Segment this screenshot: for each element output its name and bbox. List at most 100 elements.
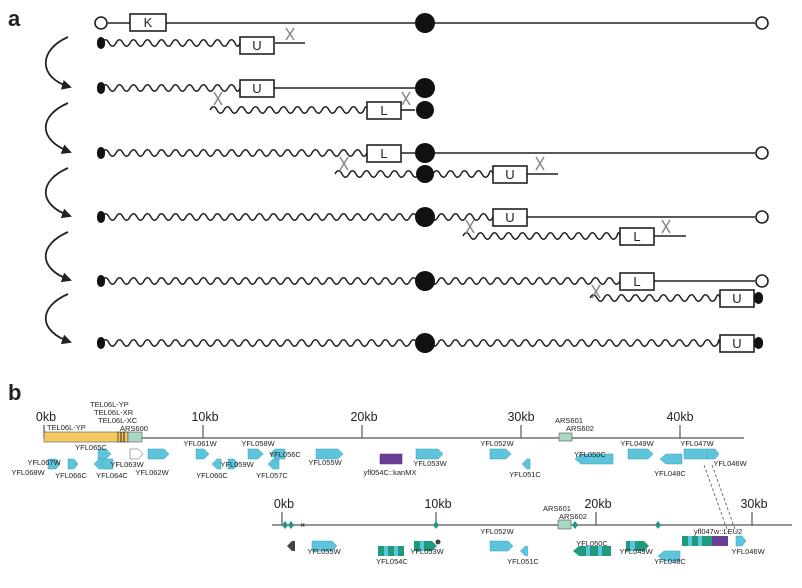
telomere-cap [97, 337, 105, 349]
gene-label: YFL051C [507, 557, 539, 566]
diamond-markers [282, 521, 661, 529]
gene-label: YFL050C [576, 539, 608, 548]
telomere-open [755, 210, 769, 224]
gene-arrow [489, 540, 514, 552]
gene-label: YFL053W [413, 459, 447, 468]
centromere [416, 165, 434, 183]
gene-labels-top: YFL065C YFL063W YFL062W YFL061W YFL058W … [11, 439, 747, 480]
curved-arrow [44, 293, 72, 345]
telomere-xr-block [117, 431, 129, 443]
gene-arrow [227, 458, 239, 470]
top-chromosome-map: 0kb 10kb 20kb 30kb 40kb TEL06L-YP TEL06L… [11, 400, 747, 480]
tick-label: 10kb [424, 497, 451, 511]
gene-arrow [706, 448, 720, 460]
ars602-label: ARS602 [566, 424, 594, 433]
centromere [415, 13, 435, 33]
gene-arrow [659, 453, 683, 465]
gene-label: YFL055W [308, 458, 342, 467]
gene-label: YFL049W [619, 547, 653, 556]
leu2-marker [712, 536, 728, 546]
marker-box [366, 101, 402, 120]
gene-label: YFL056C [269, 450, 301, 459]
marker-label: L [380, 146, 387, 161]
gene-arrow [269, 448, 286, 460]
wavy-segment [462, 232, 621, 240]
wavy-segment [101, 39, 241, 47]
gene-arrow [735, 535, 747, 547]
gene-label: YFL048C [654, 557, 686, 566]
gene-arrow [267, 458, 280, 470]
gene-label: YFL054C [376, 557, 408, 566]
telomere-cap [97, 211, 105, 223]
gene-block [378, 546, 404, 556]
panel-a-label: a [8, 6, 21, 31]
bottom-chromosome-map: 0kb 10kb 20kb 30kb × ARS601 ARS602 [272, 497, 792, 566]
telomere-cap [754, 337, 763, 349]
telomere-open [755, 16, 769, 30]
gene-labels-bottom: YFL052W yfl047w::LEU2 YFL055W YFL053W YF… [307, 527, 765, 566]
gene-arrow [147, 448, 170, 460]
ars601-block [558, 432, 573, 442]
marker-box [492, 208, 528, 227]
marker-box [239, 79, 275, 98]
marker-label: K [144, 15, 153, 30]
gene-label: YFL049W [620, 439, 654, 448]
tick-label: 20kb [584, 497, 611, 511]
tick-label: 10kb [191, 410, 218, 424]
gene-label: YFL046W [731, 547, 765, 556]
small-dot [435, 539, 441, 545]
row-6: L U [97, 271, 769, 308]
genes-bottom [287, 535, 747, 562]
marker-box [129, 13, 167, 32]
row-7: U [97, 333, 763, 353]
gene-label: YFL060C [196, 471, 228, 480]
marker-box [619, 227, 655, 246]
gene-label: YFL047W [680, 439, 714, 448]
crossover [465, 219, 475, 234]
ars602-label: ARS602 [559, 512, 587, 521]
crossover [401, 91, 411, 106]
telomere-cap [97, 275, 105, 287]
gene-label: YFL057C [256, 471, 288, 480]
centromere [416, 101, 434, 119]
tick-label: 30kb [507, 410, 534, 424]
gene-label: YFL063W [110, 460, 144, 469]
marker-label: L [380, 103, 387, 118]
gene-arrow [311, 540, 338, 552]
marker-box [619, 272, 655, 291]
marker-label: U [252, 81, 261, 96]
tick-label: 0kb [274, 497, 294, 511]
tel-yp-box-label: TEL06L-YP [47, 423, 86, 432]
tick-label: 30kb [740, 497, 767, 511]
gene-arrow [287, 541, 295, 551]
genes-above [47, 448, 720, 470]
row-5: U L [97, 207, 769, 246]
gene-label: YFL058W [241, 439, 275, 448]
gene-arrow [67, 458, 79, 470]
gene-label: YFL051C [509, 470, 541, 479]
row-1: K [94, 13, 769, 33]
telomere-open [755, 274, 769, 288]
curved-arrow [44, 102, 72, 154]
telomere-block [43, 431, 119, 443]
gene-arrow [129, 448, 144, 460]
leu2-block [682, 536, 712, 546]
tel-yp-label: TEL06L-YP [90, 400, 129, 409]
gene-arrow [414, 541, 437, 551]
gene-arrow [315, 448, 344, 460]
marker-box [239, 36, 275, 55]
gene-label: YFL050C [574, 450, 606, 459]
panel-b-label: b [8, 380, 21, 405]
gene-label: YFL067W [27, 458, 61, 467]
telomere-open [755, 146, 769, 160]
crossover [339, 156, 349, 171]
centromere [415, 271, 435, 291]
kanmx-block [379, 453, 403, 465]
gene-arrow [247, 448, 264, 460]
gene-arrow [521, 458, 531, 470]
gene-arrow [195, 448, 210, 460]
telomere-cap [754, 292, 763, 304]
tick-label: 0kb [36, 410, 56, 424]
gene-arrow [99, 458, 114, 470]
curved-arrow [44, 167, 72, 219]
